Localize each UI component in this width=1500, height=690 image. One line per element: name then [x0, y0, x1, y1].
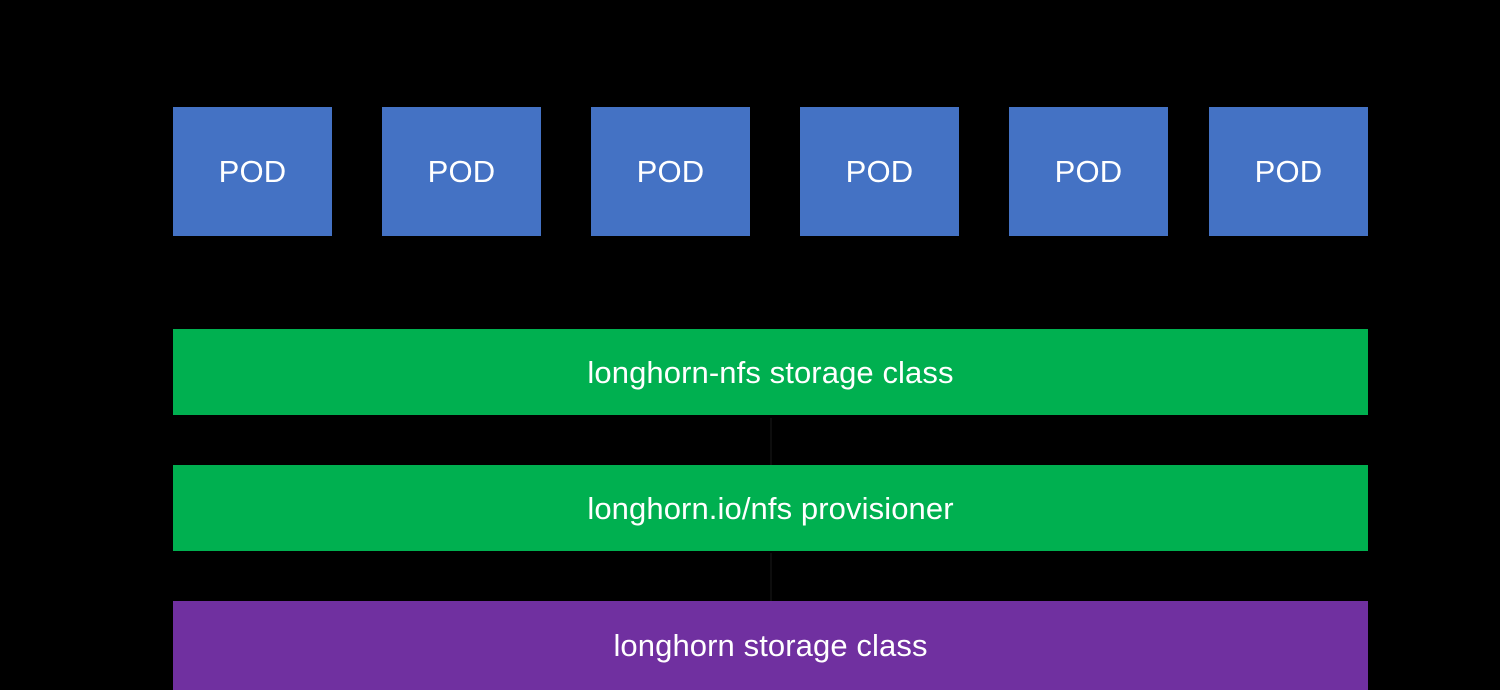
pod-box-1[interactable]: POD: [173, 107, 332, 236]
connector-tick-icon: [770, 553, 772, 602]
connector-tick-icon: [770, 418, 772, 466]
layer-bar-label: longhorn-nfs storage class: [587, 354, 954, 390]
layer-bar-longhorn-nfs-storage-class[interactable]: longhorn-nfs storage class: [173, 329, 1368, 415]
pod-label: POD: [845, 154, 914, 189]
pod-box-3[interactable]: POD: [591, 107, 750, 236]
pod-box-6[interactable]: POD: [1209, 107, 1368, 236]
pod-label: POD: [636, 154, 705, 189]
pod-label: POD: [218, 154, 287, 189]
pod-box-4[interactable]: POD: [800, 107, 959, 236]
layer-bar-longhorn-io-nfs-provisioner[interactable]: longhorn.io/nfs provisioner: [173, 465, 1368, 551]
layer-bar-longhorn-storage-class[interactable]: longhorn storage class: [173, 601, 1368, 690]
pod-label: POD: [427, 154, 496, 189]
layer-bar-label: longhorn.io/nfs provisioner: [587, 490, 954, 526]
pod-label: POD: [1254, 154, 1323, 189]
pod-row: POD POD POD POD POD POD: [173, 107, 1368, 236]
pod-box-5[interactable]: POD: [1009, 107, 1168, 236]
pod-label: POD: [1054, 154, 1123, 189]
pod-box-2[interactable]: POD: [382, 107, 541, 236]
layer-bar-label: longhorn storage class: [613, 628, 928, 663]
